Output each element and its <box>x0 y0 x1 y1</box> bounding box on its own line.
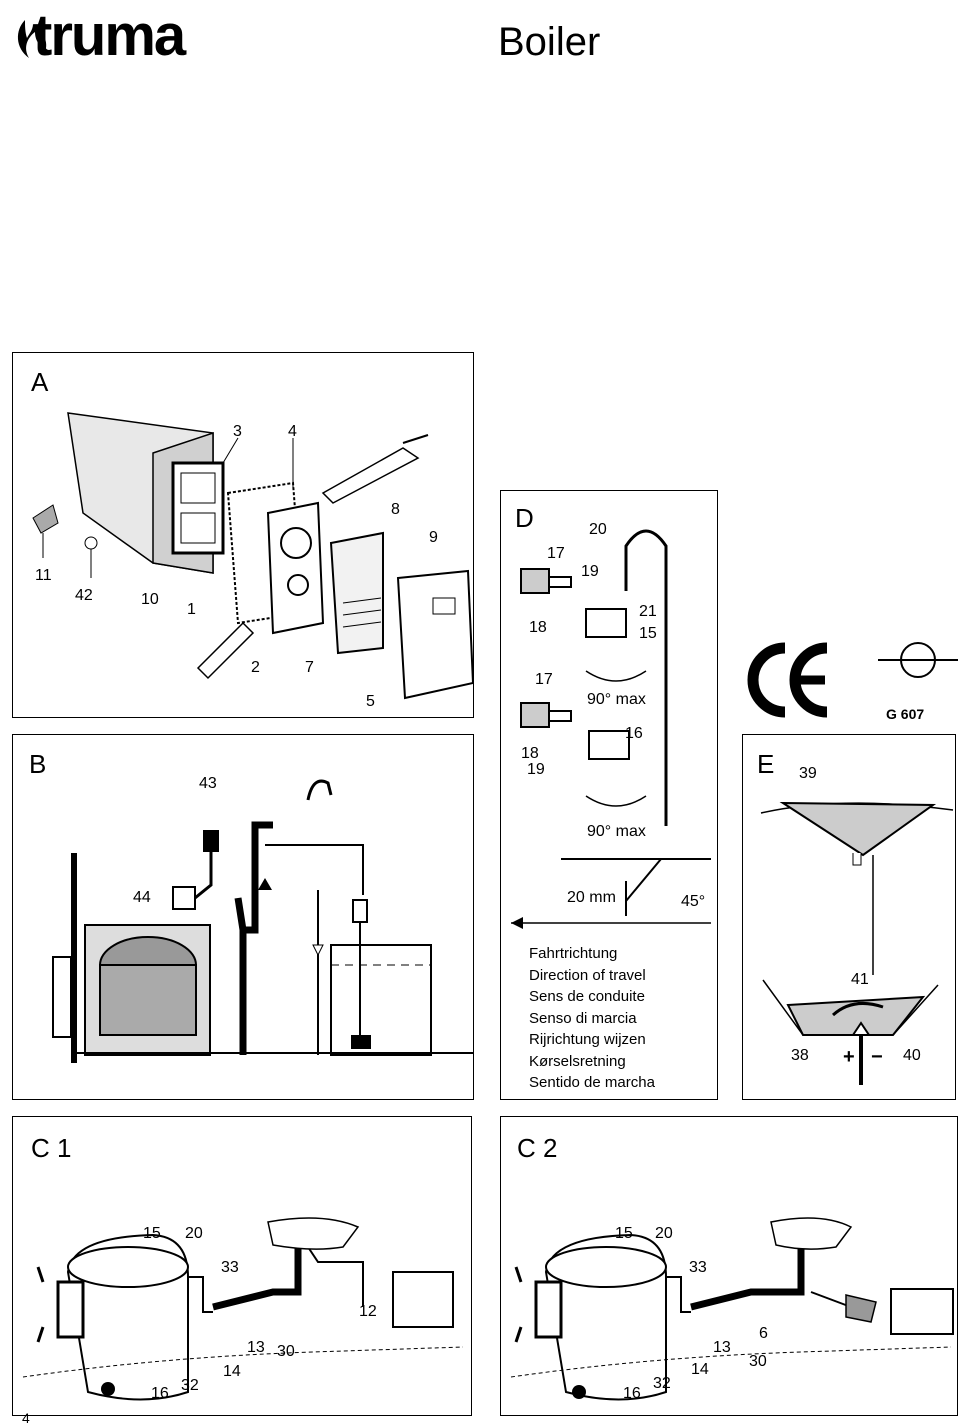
ce-mark <box>745 640 835 720</box>
callout-e-39: 39 <box>799 765 817 782</box>
callout-c1-33: 33 <box>221 1259 239 1276</box>
panel-d: D 20 17 19 18 21 15 90° max 17 16 18 19 … <box>500 490 718 1100</box>
callout-d-19a: 19 <box>581 563 599 580</box>
callout-c1-32: 32 <box>181 1377 199 1394</box>
ce-mark-icon <box>747 642 828 718</box>
panel-b-label: B <box>29 749 47 779</box>
panel-e: + − E 39 41 38 40 <box>742 734 956 1100</box>
svg-text:+: + <box>843 1046 855 1068</box>
callout-c1-20: 20 <box>185 1225 203 1242</box>
callout-d-17b: 17 <box>535 671 553 688</box>
callout-a-7: 7 <box>305 659 314 676</box>
callout-b-43: 43 <box>199 775 217 792</box>
callout-c2-6: 6 <box>759 1325 768 1342</box>
direction-de: Fahrtrichtung <box>529 945 618 962</box>
panel-c1-drawing <box>22 1217 464 1401</box>
approval-mark-label: G 607 <box>886 706 925 722</box>
panel-c2-label: C 2 <box>517 1133 558 1163</box>
panel-c1: C 1 15 20 33 12 13 30 14 16 32 <box>12 1116 472 1416</box>
callout-a-5: 5 <box>366 693 375 710</box>
callout-a-4: 4 <box>288 423 297 440</box>
callout-a-2: 2 <box>251 659 260 676</box>
callout-c2-13: 13 <box>713 1339 731 1356</box>
direction-es: Sentido de marcha <box>529 1074 655 1091</box>
callout-a-9: 9 <box>429 529 438 546</box>
panel-b: B 43 44 <box>12 734 474 1100</box>
brand-wordmark: truma <box>33 3 186 68</box>
panel-a: A 3 4 8 9 11 42 10 1 2 7 5 <box>12 352 475 718</box>
direction-it: Senso di marcia <box>529 1009 637 1027</box>
dvgw-symbol-icon <box>878 642 958 678</box>
callout-c2-14: 14 <box>691 1361 709 1378</box>
callout-c2-32: 32 <box>653 1375 671 1392</box>
callout-e-40: 40 <box>903 1047 921 1064</box>
callout-a-11: 11 <box>35 567 52 584</box>
callout-a-42: 42 <box>75 587 93 604</box>
angle-label-bottom: 90° max <box>587 823 646 840</box>
panel-d-drawing <box>511 529 711 929</box>
callout-d-18b: 18 <box>521 745 539 762</box>
callout-a-1: 1 <box>187 601 196 618</box>
callout-d-16: 16 <box>625 725 643 742</box>
flame-icon <box>17 20 47 58</box>
callout-c2-30: 30 <box>749 1353 767 1370</box>
panel-a-drawing <box>32 412 475 700</box>
angle-label-top: 90° max <box>587 691 646 708</box>
page-number: 4 <box>22 1410 30 1426</box>
panel-c2-drawing <box>510 1217 954 1401</box>
callout-c2-15: 15 <box>615 1225 633 1242</box>
callout-d-19b: 19 <box>527 761 545 778</box>
page-title: Boiler <box>498 20 601 64</box>
callout-b-44: 44 <box>133 889 151 906</box>
callout-e-41: 41 <box>851 971 869 988</box>
callout-d-18a: 18 <box>529 619 547 636</box>
direction-da: Kørselsretning <box>529 1052 626 1070</box>
tilt-label: 45° <box>681 893 706 910</box>
panel-c2: C 2 15 20 33 6 13 30 14 16 32 <box>500 1116 958 1416</box>
direction-en: Direction of travel <box>529 966 646 984</box>
callout-c2-20: 20 <box>655 1225 673 1242</box>
panel-e-drawing: + − <box>760 801 954 1085</box>
distance-label: 20 mm <box>567 889 616 906</box>
panel-b-drawing <box>52 779 473 1063</box>
dvgw-mark <box>878 640 958 680</box>
callout-d-17a: 17 <box>547 545 565 562</box>
callout-c1-15: 15 <box>143 1225 161 1242</box>
svg-text:−: − <box>871 1046 883 1068</box>
panel-e-label: E <box>757 749 775 779</box>
callout-c1-12: 12 <box>359 1303 377 1320</box>
callout-d-21: 21 <box>639 603 657 620</box>
callout-a-3: 3 <box>233 423 242 440</box>
callout-c1-13: 13 <box>247 1339 265 1356</box>
callout-c1-16: 16 <box>151 1385 169 1402</box>
callout-d-20: 20 <box>589 521 607 538</box>
callout-e-38: 38 <box>791 1047 809 1064</box>
panel-c1-label: C 1 <box>31 1133 72 1163</box>
callout-c1-14: 14 <box>223 1363 241 1380</box>
truma-logo: truma <box>5 3 240 68</box>
panel-d-label: D <box>515 503 534 533</box>
callout-d-15: 15 <box>639 625 657 642</box>
callout-a-10: 10 <box>141 591 159 608</box>
direction-of-travel-list: Fahrtrichtung Direction of travel Sens d… <box>529 943 655 1094</box>
callout-c1-30: 30 <box>277 1343 295 1360</box>
direction-nl: Rijrichtung wijzen <box>529 1031 646 1048</box>
callout-a-8: 8 <box>391 501 400 518</box>
panel-a-label: A <box>31 367 49 397</box>
callout-c2-33: 33 <box>689 1259 707 1276</box>
callout-c2-16: 16 <box>623 1385 641 1402</box>
direction-fr: Sens de conduite <box>529 988 645 1005</box>
